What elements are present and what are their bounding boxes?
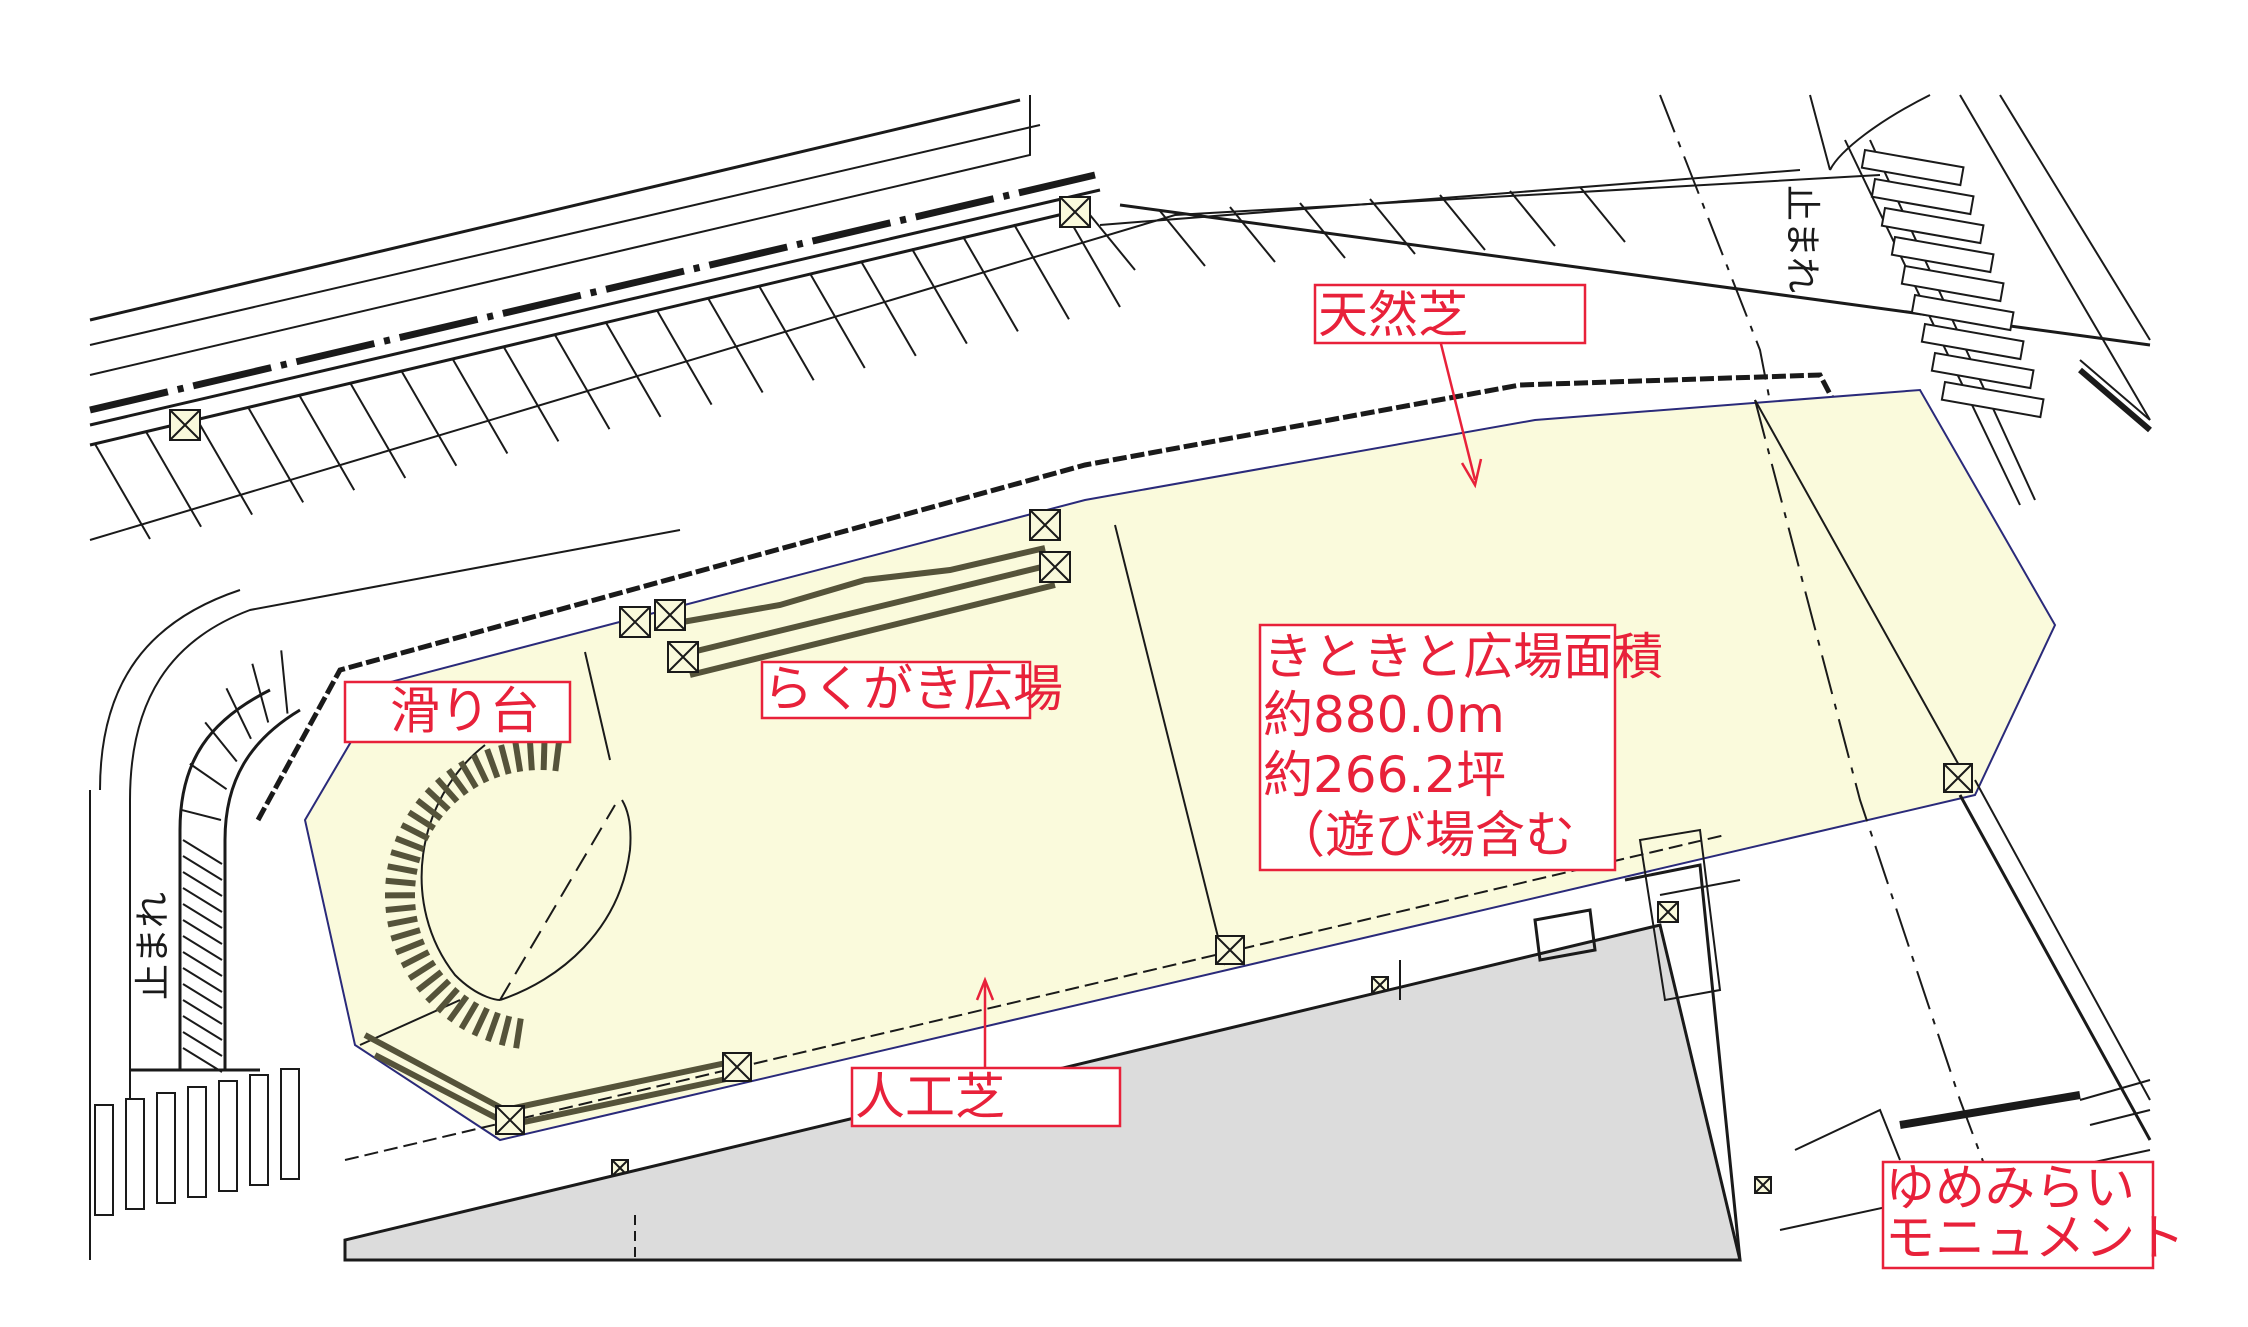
crosswalk-stripe bbox=[95, 1105, 113, 1215]
stop-marking-west: 止まれ bbox=[133, 892, 174, 1000]
post-marker bbox=[723, 1053, 751, 1081]
label-rakugaki-text: らくがき広場 bbox=[763, 660, 1063, 718]
post-marker bbox=[1040, 552, 1070, 582]
crosswalk-stripe bbox=[188, 1087, 206, 1197]
stair-tread bbox=[555, 741, 559, 771]
area-note: （遊び場含む bbox=[1275, 806, 1575, 864]
post-marker bbox=[620, 607, 650, 637]
crosswalk-stripe bbox=[250, 1075, 268, 1185]
label-natural-turf: 天然芝 bbox=[1315, 285, 1585, 344]
stair-tread bbox=[544, 740, 545, 770]
area-title: きときと広場面積 bbox=[1263, 628, 1663, 686]
area-tsubo: 約266.2坪 bbox=[1263, 746, 1506, 804]
stair-tread bbox=[386, 881, 416, 884]
label-artificial-turf-text: 人工芝 bbox=[855, 1068, 1005, 1126]
crosswalk-stripe bbox=[126, 1099, 144, 1209]
post-marker bbox=[1944, 764, 1972, 792]
label-artificial-turf: 人工芝 bbox=[852, 1068, 1120, 1126]
area-m2: 約880.0m bbox=[1263, 686, 1505, 744]
post-marker bbox=[1658, 902, 1678, 922]
stair-tread bbox=[386, 907, 416, 910]
post-marker bbox=[1755, 1177, 1771, 1193]
label-rakugaki: らくがき広場 bbox=[762, 660, 1063, 718]
label-area: きときと広場面積 約880.0m 約266.2坪 （遊び場含む bbox=[1260, 625, 1663, 870]
label-slide-text: 滑り台 bbox=[390, 682, 540, 740]
stair-tread bbox=[530, 740, 532, 770]
post-marker bbox=[496, 1106, 524, 1134]
post-marker bbox=[655, 600, 685, 630]
crosswalk-stripe bbox=[157, 1093, 175, 1203]
post-marker bbox=[1060, 197, 1090, 227]
label-slide: 滑り台 bbox=[345, 682, 570, 742]
monument-line2: モニュメント bbox=[1885, 1209, 2185, 1267]
post-marker bbox=[1216, 936, 1244, 964]
stop-marking-north: 止まれ bbox=[1781, 185, 1822, 293]
crosswalk-stripe bbox=[281, 1069, 299, 1179]
post-marker bbox=[668, 642, 698, 672]
post-marker bbox=[170, 410, 200, 440]
post-marker bbox=[1030, 510, 1060, 540]
crosswalk-stripe bbox=[219, 1081, 237, 1191]
label-natural-turf-text: 天然芝 bbox=[1318, 286, 1468, 344]
label-monument: ゆめみらい モニュメント bbox=[1883, 1159, 2185, 1268]
